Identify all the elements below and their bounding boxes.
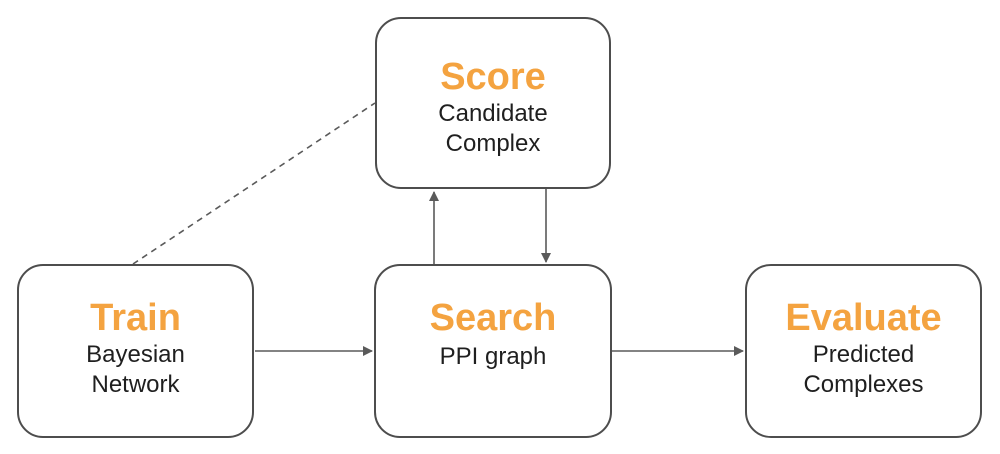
score-node: Score Candidate Complex (375, 17, 611, 189)
score-subtitle-line1: Candidate (438, 100, 548, 127)
evaluate-subtitle-line2: Complexes (803, 371, 924, 398)
evaluate-node: Evaluate Predicted Complexes (745, 264, 982, 438)
evaluate-subtitle-line1: Predicted (812, 341, 915, 368)
evaluate-title: Evaluate (785, 297, 942, 339)
edge-train-to-score-dashed (132, 102, 376, 265)
train-subtitle-line2: Network (91, 371, 180, 398)
score-title: Score (440, 56, 546, 98)
train-subtitle-line1: Bayesian (86, 341, 185, 368)
search-title: Search (429, 297, 557, 339)
train-node: Train Bayesian Network (17, 264, 254, 438)
search-node: Search PPI graph (374, 264, 612, 438)
score-subtitle-line2: Complex (445, 130, 541, 157)
search-subtitle: PPI graph (439, 343, 547, 370)
train-title: Train (90, 297, 181, 339)
